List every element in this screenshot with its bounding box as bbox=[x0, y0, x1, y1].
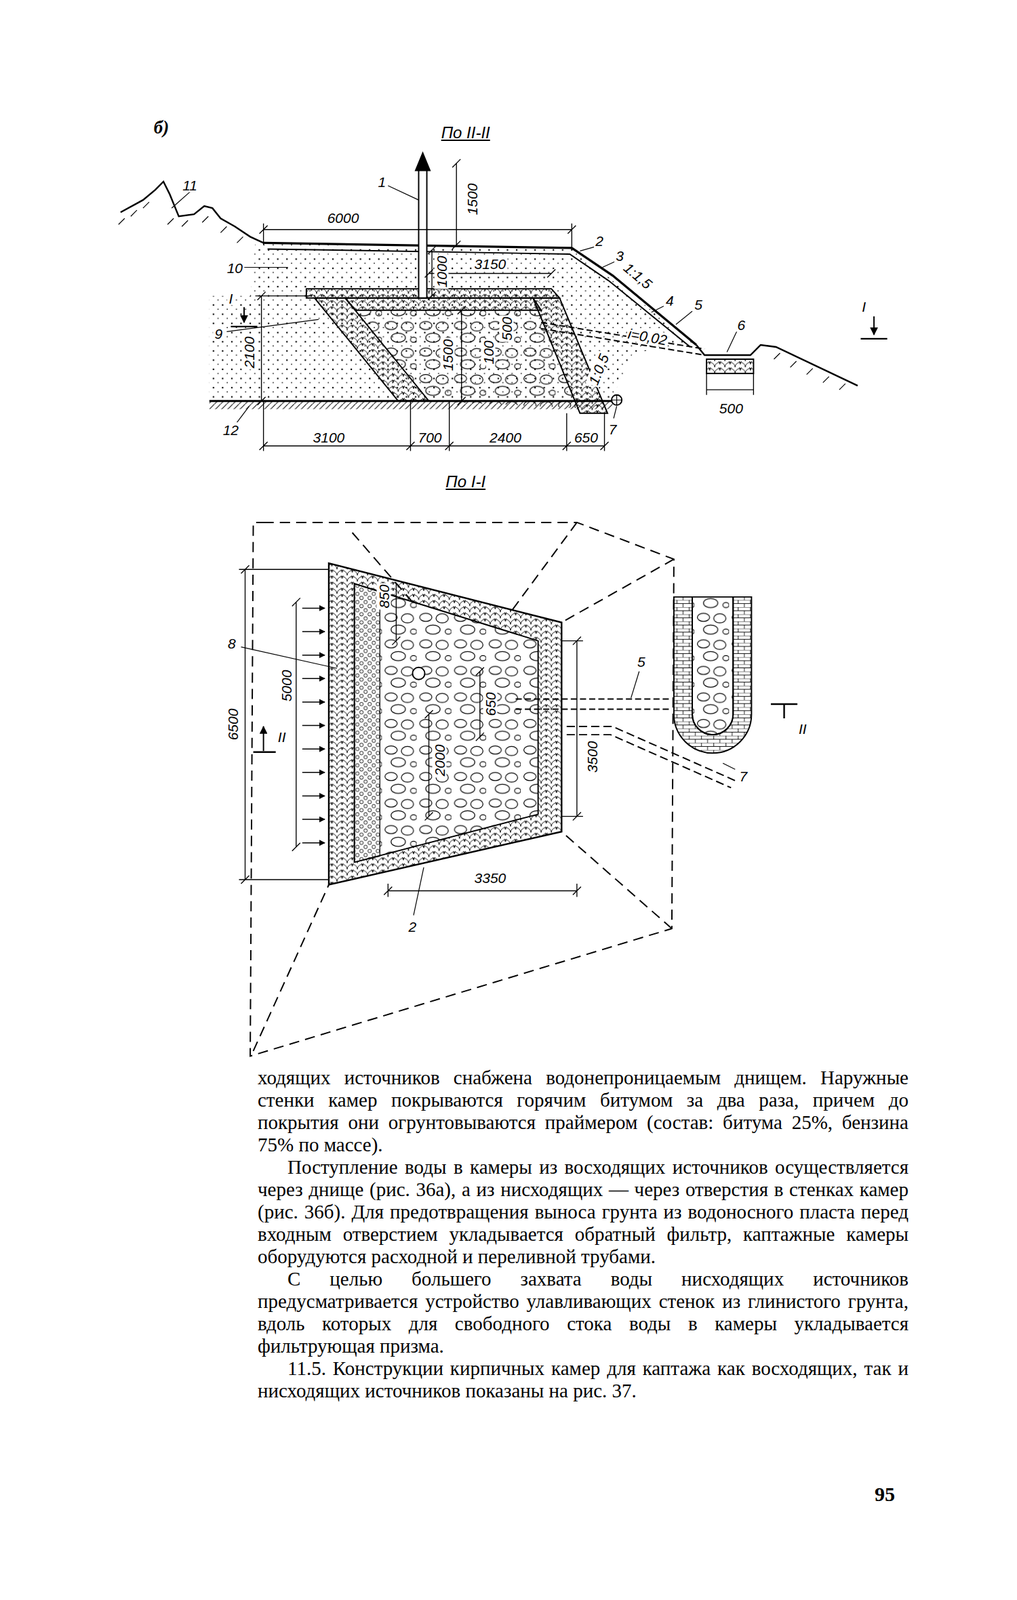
dimension: 6000 bbox=[326, 210, 361, 225]
callout-number: 5 bbox=[635, 654, 647, 669]
dimension: 3500 bbox=[585, 740, 600, 775]
section-title: По I-I bbox=[444, 473, 487, 491]
callout-number: 11 bbox=[181, 177, 199, 192]
paragraph: 11.5. Конструкции кирпичных камер для ка… bbox=[257, 1358, 909, 1403]
inflow-arrow bbox=[302, 678, 325, 681]
callout-number: 3 bbox=[614, 248, 626, 263]
inflow-arrow bbox=[302, 608, 325, 610]
callout-number: 2 bbox=[407, 920, 419, 935]
inflow-arrow bbox=[302, 795, 325, 798]
callout-number: 12 bbox=[221, 423, 241, 438]
dimension: 500 bbox=[718, 401, 745, 416]
slope-label: 1:0,5 bbox=[585, 351, 611, 389]
inflow-arrow bbox=[302, 772, 325, 774]
dimension: 1500 bbox=[464, 181, 479, 217]
dimension: 6500 bbox=[225, 707, 241, 743]
inflow-arrow bbox=[302, 631, 325, 633]
inflow-arrow bbox=[302, 725, 325, 727]
page-number: 95 bbox=[874, 1483, 895, 1507]
section-mark: I bbox=[860, 298, 868, 314]
section-mark: II bbox=[276, 730, 288, 745]
dimension: 3100 bbox=[311, 429, 347, 445]
inflow-arrow bbox=[302, 654, 325, 657]
dimension: 3150 bbox=[473, 256, 508, 271]
callout-number: 7 bbox=[607, 421, 619, 436]
inflow-arrow bbox=[302, 701, 325, 704]
dimension: 100 bbox=[480, 339, 495, 366]
slope-label: i=0,02 bbox=[625, 326, 670, 348]
paragraph: ходящих источников снабжена водонепрониц… bbox=[257, 1067, 909, 1157]
callout-number: 4 bbox=[664, 292, 676, 308]
dimension: 1500 bbox=[440, 338, 455, 373]
callout-number: 9 bbox=[212, 326, 224, 342]
dimension: 2000 bbox=[431, 743, 447, 779]
dimension: 5000 bbox=[278, 669, 293, 704]
inflow-arrow bbox=[302, 748, 325, 750]
section-view bbox=[118, 153, 888, 452]
section-title: По II-II bbox=[440, 124, 492, 142]
dimension: 850 bbox=[376, 583, 392, 610]
callout-number: 5 bbox=[692, 296, 704, 312]
slope-label: 1:1,5 bbox=[620, 258, 656, 293]
section-mark: I bbox=[227, 290, 234, 306]
paragraph: С целью большего захвата воды нисходящих… bbox=[257, 1268, 909, 1359]
inflow-arrow bbox=[302, 819, 325, 821]
inflow-arrow bbox=[302, 842, 325, 845]
dimension: 700 bbox=[416, 429, 444, 445]
callout-number: 6 bbox=[736, 317, 748, 332]
dimension: 1000 bbox=[433, 254, 449, 289]
dimension: 500 bbox=[499, 315, 514, 342]
dimension: 2100 bbox=[242, 334, 257, 370]
section-mark: II bbox=[797, 722, 809, 737]
callout-number: 1 bbox=[376, 174, 388, 190]
paragraph: Поступление воды в камеры из восходящих … bbox=[257, 1156, 909, 1269]
dimension: 650 bbox=[482, 691, 497, 719]
body-text: ходящих источников снабжена водонепрониц… bbox=[257, 1067, 909, 1403]
callout-number: 10 bbox=[225, 260, 245, 275]
dimension: 2400 bbox=[488, 429, 523, 445]
dimension: 650 bbox=[572, 429, 600, 445]
plan-view bbox=[238, 522, 798, 1058]
callout-number: 8 bbox=[226, 635, 238, 651]
dimension: 3350 bbox=[473, 871, 508, 886]
callout-number: 2 bbox=[593, 233, 605, 249]
callout-number: 7 bbox=[738, 768, 750, 784]
figure-letter: б) bbox=[152, 118, 171, 137]
